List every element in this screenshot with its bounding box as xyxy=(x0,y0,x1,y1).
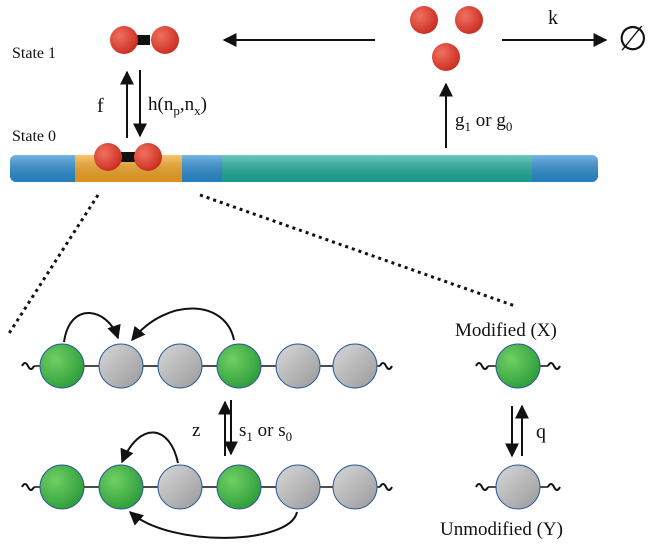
nucleosome xyxy=(98,343,144,389)
modified-label: Modified (X) xyxy=(455,320,557,341)
empty-set-symbol: ∅ xyxy=(618,21,648,58)
spread-arrow-1 xyxy=(63,312,121,343)
z-label: z xyxy=(192,420,200,441)
state1-dimer xyxy=(110,26,179,54)
nucleosome xyxy=(157,464,203,510)
spread-arrow-4 xyxy=(128,511,298,539)
unmodified-label: Unmodified (Y) xyxy=(440,519,563,540)
k-label: k xyxy=(548,7,558,29)
nucleosome-row-bottom xyxy=(21,464,393,510)
nucleosome xyxy=(39,464,85,510)
spread-arrow-2 xyxy=(131,307,235,342)
nucleosome xyxy=(332,343,378,389)
nucleosome-row-top xyxy=(21,343,393,389)
s-label: s1 or s0 xyxy=(239,420,292,444)
nucleosome xyxy=(39,343,85,389)
nucleosome xyxy=(216,343,262,389)
nucleosome xyxy=(98,464,144,510)
state0-label: State 0 xyxy=(12,128,56,145)
modified-nucleosome xyxy=(475,343,561,389)
zoom-line-right xyxy=(199,193,516,308)
state1-label: State 1 xyxy=(12,45,56,62)
state0-dimer xyxy=(94,143,162,171)
free-monomers xyxy=(410,6,483,71)
nucleosome xyxy=(275,464,321,510)
q-label: q xyxy=(536,421,546,443)
nucleosome xyxy=(157,343,203,389)
h-label: h(np,nx) xyxy=(148,94,207,118)
nucleosome xyxy=(216,464,262,510)
nucleosome xyxy=(275,343,321,389)
g-label: g1 or g0 xyxy=(455,110,512,134)
spread-arrow-3 xyxy=(120,431,179,464)
f-label: f xyxy=(97,95,104,117)
nucleosome xyxy=(332,464,378,510)
unmodified-nucleosome xyxy=(475,464,561,510)
